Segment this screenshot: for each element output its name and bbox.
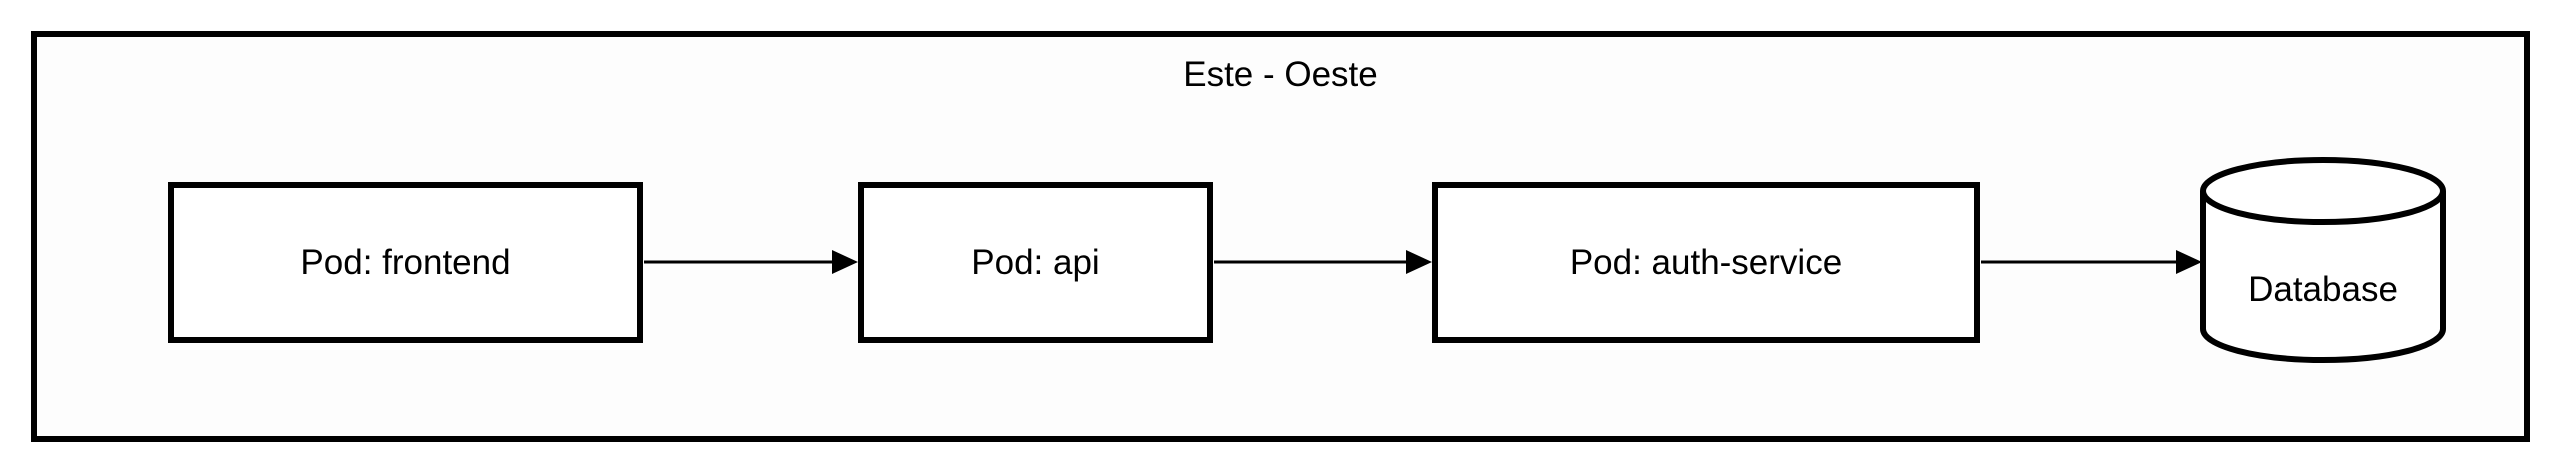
group-title: Este - Oeste <box>1183 55 1378 94</box>
database-cylinder-icon <box>2200 157 2446 363</box>
node-database-label: Database <box>2248 270 2398 309</box>
node-pod-frontend: Pod: frontend <box>168 182 643 343</box>
node-pod-api: Pod: api <box>858 182 1213 343</box>
cylinder-body <box>2200 191 2446 363</box>
node-pod-frontend-label: Pod: frontend <box>300 242 511 282</box>
node-database: Database <box>2200 157 2446 366</box>
node-pod-auth-service-label: Pod: auth-service <box>1569 242 1843 282</box>
cylinder-top <box>2200 157 2446 225</box>
node-pod-api-label: Pod: api <box>971 242 1100 282</box>
node-pod-auth-service: Pod: auth-service <box>1432 182 1980 343</box>
